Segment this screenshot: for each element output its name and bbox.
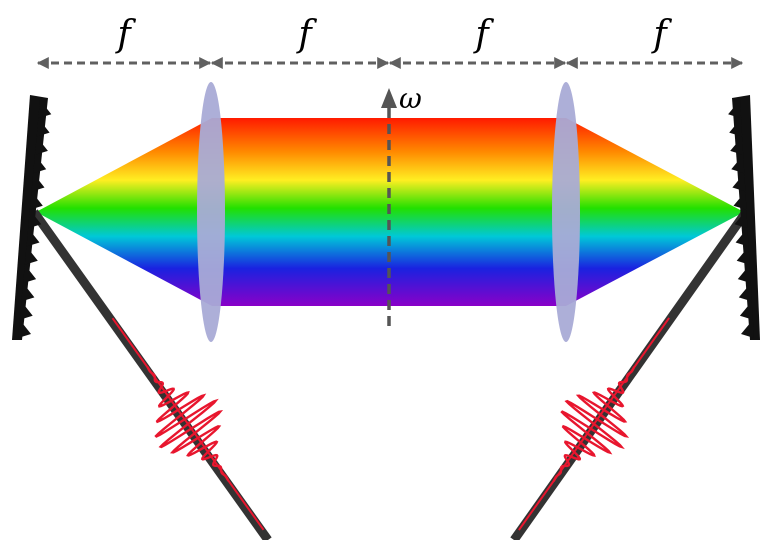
- spectrum-fan-left: [36, 118, 212, 306]
- lens-left: [197, 82, 225, 342]
- output-pulse: [518, 317, 670, 531]
- lens-right: [552, 82, 580, 342]
- grating-tooth-row: [728, 100, 754, 338]
- output-beam: [510, 209, 750, 540]
- focal-length-label-2: f: [295, 14, 317, 55]
- pulse-waveform: [552, 366, 636, 482]
- input-beam: [30, 209, 272, 540]
- focal-length-label-3: f: [472, 14, 494, 55]
- pulse-waveform: [146, 366, 230, 482]
- grating-tooth-row: [18, 100, 52, 338]
- pulse-tail: [111, 317, 265, 531]
- frequency-axis-arrowhead: [381, 88, 397, 108]
- grating-right: [728, 95, 760, 340]
- focal-length-label-4: f: [650, 14, 672, 55]
- frequency-axis: ω: [381, 82, 422, 332]
- pulse-tail: [518, 317, 670, 531]
- input-pulse: [111, 317, 265, 531]
- focal-length-label-1: f: [114, 14, 136, 55]
- grating-left-teeth: [18, 100, 52, 338]
- grating-left: [12, 95, 52, 340]
- frequency-axis-label: ω: [399, 82, 422, 115]
- grating-right-teeth: [728, 100, 754, 338]
- spectrum-fan-right: [566, 118, 744, 306]
